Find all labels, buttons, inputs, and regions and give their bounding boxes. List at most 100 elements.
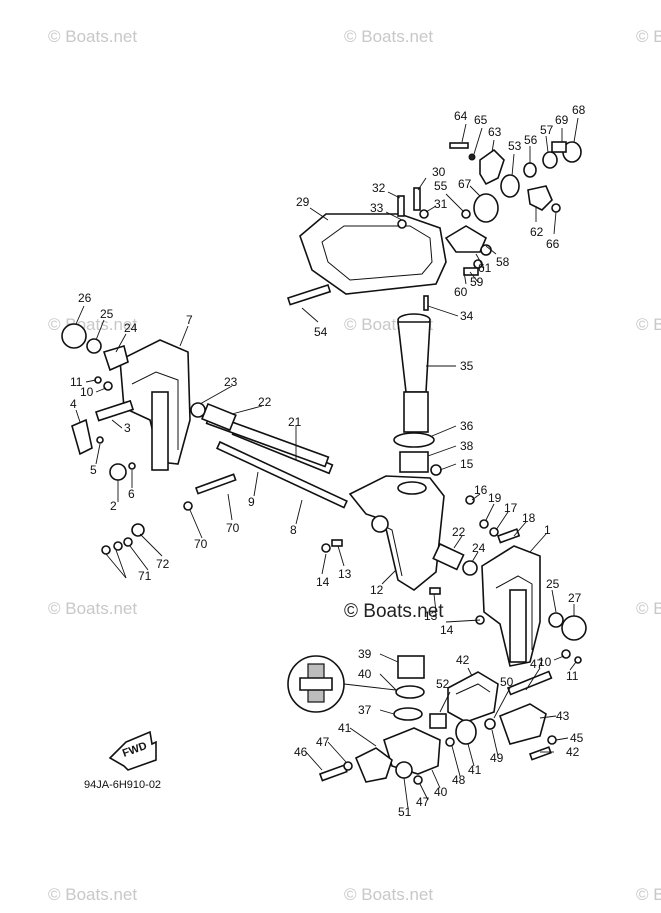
callout-22b: 24 (472, 541, 486, 555)
callout-20: 21 (288, 415, 302, 429)
mount-housing-39 (383, 727, 441, 775)
callout-36: 39 (358, 647, 372, 661)
callout-5: 5 (90, 463, 97, 477)
plate-23 (102, 344, 129, 372)
callout-65: 66 (546, 237, 560, 251)
nut-16 (465, 495, 475, 505)
clamp-screw-leg-right (509, 589, 527, 663)
callout-45: 47 (316, 735, 330, 749)
callout-10b: 10 (538, 655, 552, 669)
watermark: © Boats.net (636, 27, 661, 46)
callout-25: 26 (78, 291, 92, 305)
washer-34 (393, 707, 423, 721)
callout-55: 56 (524, 133, 538, 147)
callout-49: 50 (500, 675, 514, 689)
callout-34: 37 (358, 703, 372, 717)
washer-47 (445, 737, 455, 747)
callout-51: 52 (436, 677, 450, 691)
nut-70 (183, 501, 193, 511)
callout-21: 22 (258, 395, 272, 409)
callout-57: 58 (496, 255, 510, 269)
callout-3: 3 (124, 421, 131, 435)
washer-11b (574, 656, 582, 664)
washer-2 (109, 463, 127, 481)
bolt-59 (463, 267, 479, 276)
callout-8: 8 (290, 523, 297, 537)
bolt-44 (318, 764, 348, 782)
fwd-arrow-shape (108, 730, 157, 771)
callout-50: 51 (398, 805, 412, 819)
ring-68 (551, 141, 567, 153)
steering-arm-outline (321, 225, 433, 281)
callout-22: 23 (224, 375, 238, 389)
collar-21 (200, 402, 237, 432)
callout-21b: 22 (452, 525, 466, 539)
callout-43: 45 (570, 731, 584, 745)
callout-23: 24 (124, 321, 138, 335)
callout-66: 67 (458, 177, 472, 191)
steering-shaft (393, 295, 442, 476)
callout-40: 42 (456, 653, 470, 667)
clamp-screw-leg (151, 391, 169, 471)
callout-7: 7 (186, 313, 193, 327)
inset-leader (343, 683, 397, 691)
callout-32: 35 (460, 359, 474, 373)
nut-55 (523, 162, 537, 178)
bolt-46 (506, 670, 553, 696)
washer-72 (113, 541, 123, 551)
washer-48 (484, 718, 496, 730)
nipple-13b (429, 587, 441, 595)
callout-1: 1 (544, 523, 551, 537)
watermark: © Boats.net (48, 885, 137, 904)
callout-39: 41 (338, 721, 352, 735)
watermark: © Boats.net (48, 27, 137, 46)
callout-29: 32 (372, 181, 386, 195)
spring-3 (94, 399, 135, 422)
mount-40 (447, 671, 499, 723)
fwd-arrow: FWD (108, 730, 157, 771)
joint-61 (527, 185, 553, 211)
through-tube-assembly (183, 402, 521, 576)
steering-arm (286, 187, 447, 306)
callout-60: 61 (478, 261, 492, 275)
callout-67: 68 (572, 103, 586, 117)
washer-33 (393, 432, 435, 448)
callout-15: 15 (460, 457, 474, 471)
pin-31 (423, 295, 429, 311)
knob-25b (561, 615, 587, 641)
callout-14b: 14 (440, 623, 454, 637)
swivel-bracket (321, 475, 445, 591)
washer-70b (123, 537, 133, 547)
callout-54: 55 (434, 179, 448, 193)
callout-48: 49 (490, 751, 504, 765)
right-clamp-bracket (429, 545, 587, 696)
mount-40-detail (455, 683, 491, 695)
washer-22b (462, 560, 478, 576)
bushing-35 (399, 451, 429, 473)
inset-detail (287, 655, 397, 713)
damper-41 (455, 719, 477, 745)
callout-17: 17 (504, 501, 518, 515)
callout-44: 46 (294, 745, 308, 759)
tilt-shaft-8 (215, 440, 348, 509)
nut-72 (101, 545, 111, 555)
steering-shaft-32 (397, 321, 431, 393)
swivel-bracket-12 (348, 475, 445, 591)
drawing-number: 94JA-6H910-02 (84, 779, 161, 791)
callout-38: 40 (434, 785, 448, 799)
nipple-13 (331, 539, 343, 547)
screw-29 (397, 195, 405, 217)
bolt-14 (321, 543, 331, 553)
pin-5 (96, 436, 104, 444)
bolt-53 (286, 284, 332, 306)
callout-30: 33 (370, 201, 384, 215)
callout-46: 47 (530, 657, 544, 671)
bolt-6 (128, 462, 136, 470)
callout-41: 41 (468, 763, 482, 777)
collar-52 (500, 174, 520, 198)
callout-13: 13 (338, 567, 352, 581)
washer-22 (190, 402, 206, 418)
swivel-top-bore (397, 481, 427, 495)
